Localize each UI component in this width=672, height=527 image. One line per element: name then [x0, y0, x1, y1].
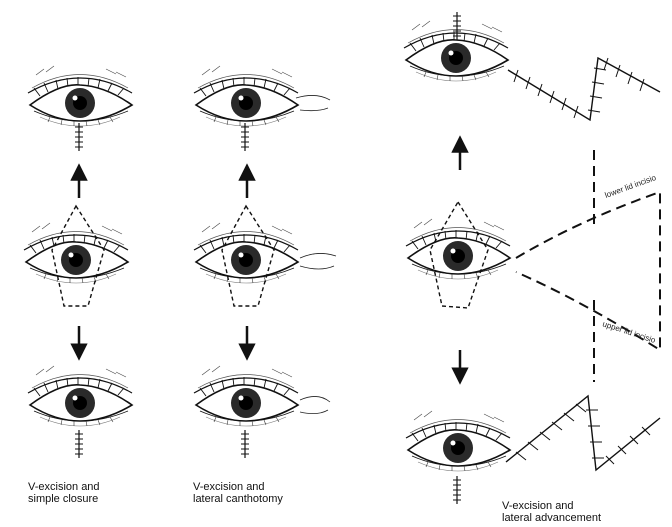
caption-line: V-excision and [193, 481, 283, 493]
advancement-flap-suture [506, 396, 660, 470]
caption-line: V-excision and [28, 481, 100, 493]
eye-after-top [194, 66, 298, 126]
canthotomy-lines [300, 253, 336, 269]
suture-bottom [453, 476, 461, 504]
panel-simple-closure [24, 66, 132, 458]
caption-line: V-excision and [502, 500, 601, 512]
eye-before [194, 223, 298, 283]
eye-before [406, 219, 510, 279]
flap-stitches [516, 404, 650, 464]
panel-lateral-canthotomy [194, 66, 336, 458]
eye-after-bottom [194, 366, 298, 426]
suture-top [75, 123, 83, 151]
caption-lateral-advancement: V-excision and lateral advancement [502, 500, 601, 524]
suture-bottom [75, 430, 83, 458]
eye-after-top [28, 66, 132, 126]
caption-lateral-canthotomy: V-excision and lateral canthotomy [193, 481, 283, 505]
caption-line: simple closure [28, 493, 100, 505]
advancement-flap-suture [508, 58, 660, 120]
eye-before [24, 223, 128, 283]
panel-lateral-advancement: lower lid incisio upper lid incisio [404, 12, 660, 504]
canthotomy-lines [300, 396, 330, 413]
caption-line: lateral advancement [502, 512, 601, 524]
suture-top [453, 12, 461, 40]
caption-simple-closure: V-excision and simple closure [28, 481, 100, 505]
eye-after-top [404, 21, 508, 81]
flap-stitches [514, 58, 644, 118]
upper-lid-incision-label: upper lid incisio [601, 319, 657, 345]
suture-top [241, 123, 249, 151]
suture-bottom [241, 430, 249, 458]
canthotomy-lines [296, 95, 330, 110]
lower-lid-incision [516, 192, 660, 350]
eye-after-bottom [28, 366, 132, 426]
eye-after-bottom [406, 411, 510, 471]
caption-line: lateral canthotomy [193, 493, 283, 505]
